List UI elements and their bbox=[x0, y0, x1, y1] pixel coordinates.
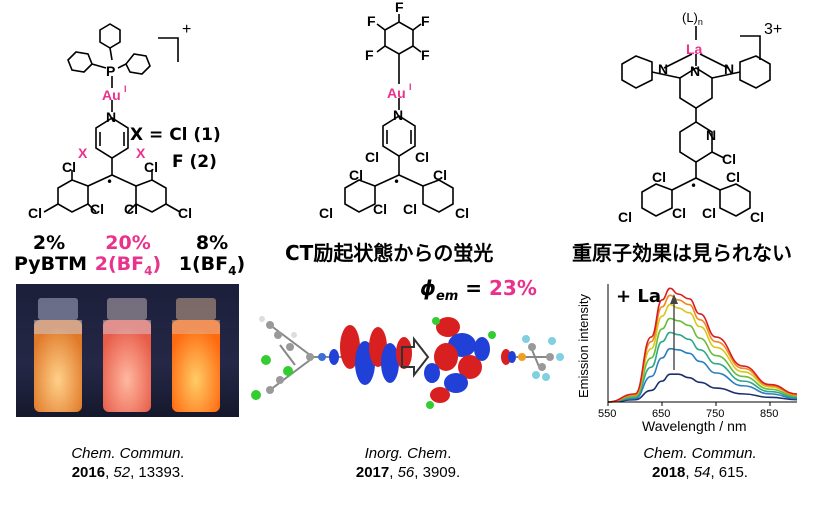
spectrum-line-2 bbox=[607, 331, 798, 403]
radical-dot: • bbox=[106, 175, 113, 189]
orbital-lobes-right bbox=[424, 317, 496, 409]
au-oxidation: I bbox=[124, 84, 127, 94]
terpyridine-ring-right bbox=[739, 55, 771, 89]
panel3-structure: (L)n La N N N N Cl • Cl Cl Cl Cl Cl Cl 3… bbox=[618, 10, 782, 225]
atom-la: La bbox=[686, 41, 703, 57]
plot-xlabel: Wavelength / nm bbox=[642, 418, 747, 434]
excitation-arrow bbox=[401, 336, 430, 378]
atom-au: Au bbox=[102, 87, 121, 103]
citation-panel2: Inorg. Chem. 2017, 56, 3909. bbox=[355, 445, 461, 481]
panel1-structure: P Au I N X X • Cl Cl Cl Cl Cl Cl + bbox=[28, 21, 192, 221]
atom-cl: Cl bbox=[702, 205, 716, 221]
spectrum-line-5 bbox=[607, 294, 798, 403]
yield-pybtm: 2% PyBTM bbox=[14, 232, 88, 275]
pentafluorophenyl-ring bbox=[384, 21, 414, 55]
citation-panel1: Chem. Commun. 2016, 52, 13393. bbox=[71, 445, 185, 481]
orbital-illustration bbox=[251, 316, 564, 409]
atom-cl: Cl bbox=[373, 201, 387, 217]
atom-cl: Cl bbox=[178, 205, 192, 221]
x-tick-label: 750 bbox=[706, 408, 724, 420]
spectrum-line-0 bbox=[607, 373, 798, 403]
molecule-right bbox=[501, 335, 564, 381]
atom-n: N bbox=[106, 109, 116, 125]
atom-cl: Cl bbox=[750, 209, 764, 225]
yield-complex1: 8% 1(BF4) bbox=[178, 232, 246, 278]
ligand-label: (L)n bbox=[682, 10, 703, 27]
atom-x-right: X bbox=[136, 145, 146, 161]
terpyridine-ring-left bbox=[621, 55, 653, 89]
radical-dot: • bbox=[393, 175, 400, 189]
atom-cl: Cl bbox=[144, 159, 158, 175]
substituent-line2: F (2) bbox=[172, 152, 217, 172]
atom-cl: Cl bbox=[672, 205, 686, 221]
atom-p: P bbox=[106, 63, 115, 79]
atom-cl: Cl bbox=[90, 201, 104, 217]
radical-dot: • bbox=[690, 179, 697, 193]
au-oxidation: I bbox=[409, 82, 412, 92]
vial-complex2 bbox=[103, 298, 151, 412]
plot-annotation: + La bbox=[616, 286, 661, 307]
atom-x-left: X bbox=[78, 145, 88, 161]
molecule-left bbox=[251, 316, 342, 400]
phenyl-ring-top bbox=[99, 23, 121, 49]
charge-label: 3+ bbox=[764, 21, 782, 38]
emission-plot: 550 650 750 850 + La Emission intensity Wav… bbox=[576, 280, 802, 440]
atom-f: F bbox=[395, 0, 404, 15]
atom-cl: Cl bbox=[726, 169, 740, 185]
atom-cl: Cl bbox=[124, 201, 138, 217]
atom-au: Au bbox=[387, 85, 406, 101]
atom-cl: Cl bbox=[433, 167, 447, 183]
phenyl-ring-right bbox=[125, 53, 151, 75]
panel2-structure: F F F F F Au I N • Cl Cl Cl Cl Cl Cl Cl … bbox=[319, 0, 469, 221]
atom-cl: Cl bbox=[319, 205, 333, 221]
orbital-lobes-left bbox=[329, 325, 412, 385]
spectrum-line-6 bbox=[607, 287, 798, 403]
atom-cl: Cl bbox=[365, 149, 379, 165]
atom-n: N bbox=[706, 127, 716, 143]
vial-photo bbox=[16, 284, 239, 417]
vial-pybtm bbox=[34, 298, 82, 412]
x-tick-label: 650 bbox=[652, 408, 670, 420]
spectrum-line-4 bbox=[607, 303, 798, 403]
atom-cl: Cl bbox=[28, 205, 42, 221]
citation-panel3: Chem. Commun. 2018, 54, 615. bbox=[643, 445, 757, 481]
atom-cl: Cl bbox=[415, 149, 429, 165]
panel2-heading: CT励起状態からの蛍光 bbox=[285, 241, 494, 265]
atom-cl: Cl bbox=[349, 167, 363, 183]
x-tick-label: 850 bbox=[760, 408, 778, 420]
atom-f: F bbox=[421, 13, 430, 29]
atom-cl: Cl bbox=[652, 169, 666, 185]
spectrum-line-1 bbox=[607, 347, 798, 403]
atom-cl: Cl bbox=[455, 205, 469, 221]
panel3-heading: 重原子効果は見られない bbox=[572, 241, 792, 265]
phenyl-ring-left bbox=[67, 51, 93, 73]
atom-cl: Cl bbox=[722, 151, 736, 167]
x-tick-label: 550 bbox=[598, 408, 616, 420]
aryl-ring-right bbox=[422, 179, 454, 213]
atom-cl: Cl bbox=[403, 201, 417, 217]
aryl-ring-left bbox=[57, 179, 89, 213]
quantum-yield: ϕem = 23% bbox=[420, 276, 537, 304]
atom-f: F bbox=[365, 47, 374, 63]
atom-f: F bbox=[421, 47, 430, 63]
atom-n: N bbox=[658, 61, 668, 77]
plot-ylabel: Emission intensity bbox=[576, 293, 591, 398]
substituent-line1: X = Cl (1) bbox=[130, 125, 221, 145]
atom-n: N bbox=[724, 61, 734, 77]
increase-arrow bbox=[670, 294, 678, 370]
atom-cl: Cl bbox=[618, 209, 632, 225]
atom-cl: Cl bbox=[62, 159, 76, 175]
atom-n: N bbox=[690, 63, 700, 79]
aryl-ring-left bbox=[344, 179, 376, 213]
yield-complex2: 20% 2(BF4) bbox=[94, 232, 162, 278]
charge-label: + bbox=[182, 21, 191, 38]
vial-complex1 bbox=[172, 298, 220, 412]
spectrum-line-3 bbox=[607, 317, 798, 403]
aryl-ring-left bbox=[641, 183, 673, 217]
aryl-ring-right bbox=[135, 179, 167, 213]
aryl-ring-right bbox=[719, 183, 751, 217]
atom-n: N bbox=[393, 107, 403, 123]
atom-f: F bbox=[367, 13, 376, 29]
